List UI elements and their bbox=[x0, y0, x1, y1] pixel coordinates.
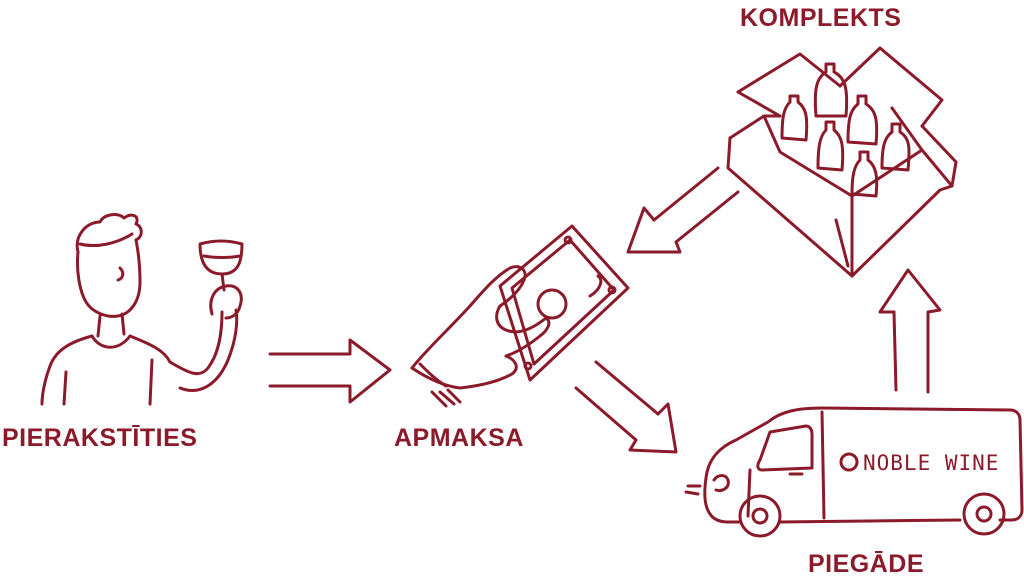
hand-with-banknote-icon bbox=[410, 224, 630, 408]
step-delivery-label: PIEGĀDE bbox=[808, 550, 925, 578]
arrow-right-icon bbox=[268, 338, 392, 404]
arrow-down-right-icon bbox=[574, 360, 678, 454]
wine-box-icon bbox=[726, 46, 958, 278]
arrow-down-left-icon bbox=[626, 166, 740, 254]
delivery-van-icon bbox=[684, 406, 1024, 538]
step-payment-label: APMAKSA bbox=[394, 424, 524, 452]
step-set-label: KOMPLEKTS bbox=[740, 4, 902, 32]
van-brand-text: NOBLE WINE bbox=[863, 451, 999, 475]
step-signup-label: PIERAKSTĪTIES bbox=[2, 424, 198, 452]
person-with-wine-glass-icon bbox=[40, 213, 244, 406]
arrow-up-icon bbox=[878, 268, 942, 394]
